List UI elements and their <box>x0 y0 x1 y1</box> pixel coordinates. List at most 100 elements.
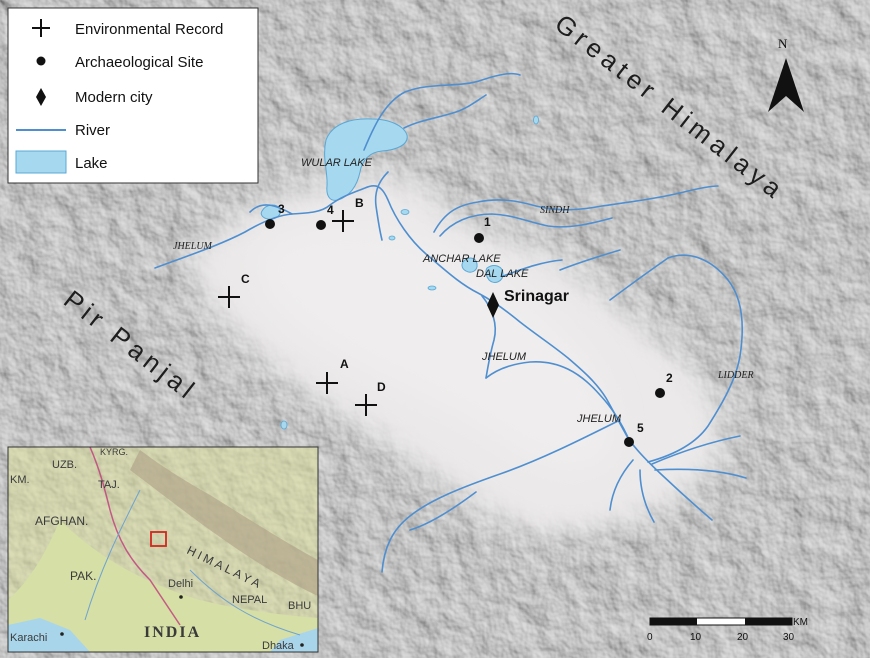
scale-tick-10: 10 <box>690 632 702 643</box>
env-record-c <box>218 286 240 308</box>
label-dal-lake: DAL LAKE <box>476 268 529 280</box>
label-jhelum-south: JHELUM <box>576 413 622 425</box>
site-dot-2 <box>655 388 665 398</box>
site-dot-3 <box>265 219 275 229</box>
inset-label-taj: TAJ. <box>98 479 120 491</box>
legend-label: Environmental Record <box>75 21 223 38</box>
river-north-tributary <box>403 94 487 129</box>
small-lake-2 <box>533 115 539 125</box>
inset-map: UZB. KYRG. KM. TAJ. AFGHAN. HIMALAYA PAK… <box>7 446 319 653</box>
legend-item-lake: Lake <box>15 150 108 174</box>
env-record-b <box>332 210 354 232</box>
site-label-1: 1 <box>484 215 491 229</box>
diamond-icon <box>487 292 499 318</box>
env-label-c: C <box>241 272 250 286</box>
rivers <box>154 72 747 573</box>
site-dot-4 <box>316 220 326 230</box>
scale-bar: KM 0 10 20 30 <box>647 617 808 643</box>
inset-border <box>89 447 181 626</box>
scale-tick-0: 0 <box>647 632 653 643</box>
cross-icon <box>32 19 50 37</box>
north-label: N <box>778 36 788 51</box>
label-sindh: SINDH <box>540 205 570 216</box>
scale-tick-30: 30 <box>783 632 795 643</box>
inset-label-dhaka: Dhaka <box>262 640 295 652</box>
river-southwest <box>381 419 621 573</box>
inset-indus <box>84 489 141 621</box>
inset-sea <box>8 618 90 652</box>
env-label-b: B <box>355 196 364 210</box>
inset-label-kyrg: KYRG. <box>100 447 128 457</box>
small-lake-3 <box>427 285 437 291</box>
inset-label-bhu: BHU <box>288 600 311 612</box>
inset-label-india: INDIA <box>144 624 201 641</box>
diamond-icon <box>36 88 46 106</box>
inset-dhaka-dot <box>300 643 304 647</box>
env-label-d: D <box>377 380 386 394</box>
river-lidder-upper <box>609 257 669 301</box>
river-east-branch-2 <box>654 468 747 479</box>
scale-bar-segment-1 <box>650 618 697 625</box>
site-label-4: 4 <box>327 203 334 217</box>
label-jhelum-center: JHELUM <box>481 351 527 363</box>
inset-label-delhi: Delhi <box>168 578 193 590</box>
dot-icon <box>36 56 46 66</box>
lake-swatch-icon <box>15 150 67 174</box>
environmental-records: A B C D <box>218 196 386 416</box>
small-lake-1 <box>400 209 410 215</box>
inset-delhi-dot <box>179 595 183 599</box>
scale-tick-20: 20 <box>737 632 749 643</box>
legend-label: River <box>75 122 110 139</box>
legend-label: Archaeological Site <box>75 54 203 71</box>
legend: Environmental Record Archaeological Site… <box>7 7 259 184</box>
anchar-lake <box>461 257 478 273</box>
inset-himalaya-band <box>130 450 318 596</box>
inset-label-afghan: AFGHAN. <box>35 514 88 528</box>
inset-ganges <box>189 569 301 636</box>
lakes <box>260 115 539 430</box>
legend-item-environmental-record: Environmental Record <box>32 19 223 38</box>
valley-floor-core <box>258 223 613 469</box>
inset-label-nepal: NEPAL <box>232 594 267 606</box>
site-label-5: 5 <box>637 421 644 435</box>
river-southwest-2 <box>409 491 477 531</box>
inset-frame <box>7 446 319 653</box>
site-label-3: 3 <box>278 202 285 216</box>
wular-lake <box>324 118 408 201</box>
inset-karachi-dot <box>60 632 64 636</box>
site-label-2: 2 <box>666 371 673 385</box>
north-arrow-icon <box>768 58 804 112</box>
label-lidder: LIDDER <box>717 370 754 381</box>
river-east-branch-1 <box>651 435 741 465</box>
legend-label: Lake <box>75 155 108 172</box>
river-wular-north <box>363 72 521 151</box>
legend-label: Modern city <box>75 89 153 106</box>
inset-label-karachi: Karachi <box>10 632 47 644</box>
river-east-loop <box>485 361 631 443</box>
river-south-branch-2 <box>609 459 634 511</box>
river-dal-outflow <box>502 259 563 277</box>
river-sindh-loop <box>439 213 613 237</box>
river-lidder <box>647 254 743 463</box>
inset-bay <box>270 628 318 652</box>
scale-unit: KM <box>793 617 808 628</box>
inset-label-uzb: UZB. <box>52 459 77 471</box>
city-label-srinagar: Srinagar <box>504 288 569 305</box>
label-jhelum-west: JHELUM <box>173 241 213 252</box>
scale-bar-segment-3 <box>745 618 792 625</box>
inset-study-area-box <box>150 531 167 547</box>
river-jhelum-west-arm <box>249 204 293 215</box>
legend-item-archaeological-site: Archaeological Site <box>36 54 203 71</box>
legend-item-river: River <box>16 122 110 139</box>
env-label-a: A <box>340 357 349 371</box>
river-b-branch <box>374 171 389 241</box>
inset-label-km: KM. <box>10 474 30 486</box>
label-anchar-lake: ANCHAR LAKE <box>422 253 501 265</box>
small-lake-5 <box>388 235 396 241</box>
site-dot-1 <box>474 233 484 243</box>
river-south-branch-1 <box>639 469 655 523</box>
env-record-a <box>316 372 338 394</box>
label-wular-lake: WULAR LAKE <box>301 157 373 169</box>
archaeological-sites: 1 2 3 4 5 <box>265 202 673 447</box>
